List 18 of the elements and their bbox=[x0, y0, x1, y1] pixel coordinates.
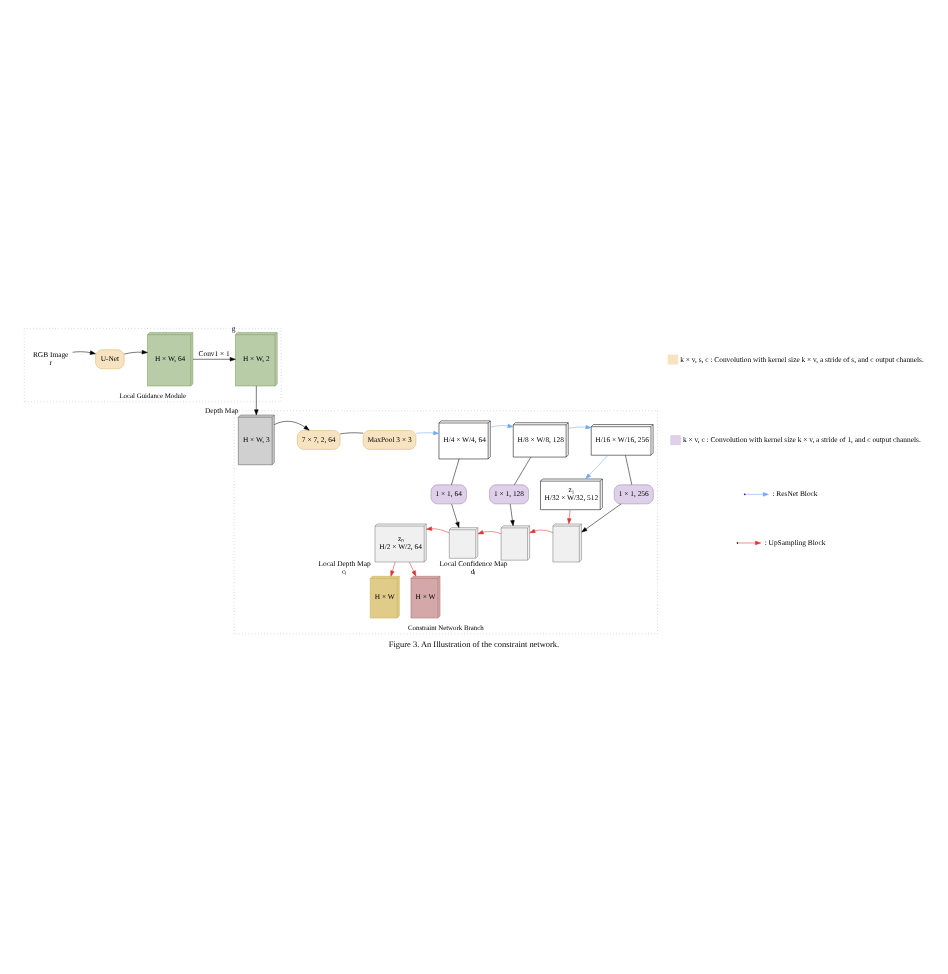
arrow bbox=[567, 508, 572, 524]
arrow bbox=[72, 349, 96, 354]
arrow bbox=[529, 527, 554, 532]
arrow bbox=[477, 529, 502, 534]
arrow bbox=[390, 560, 396, 576]
arrow bbox=[192, 356, 236, 361]
arrow bbox=[426, 525, 450, 533]
arrow bbox=[415, 429, 440, 435]
arrow bbox=[568, 424, 592, 429]
arrow bbox=[254, 384, 259, 415]
arrow bbox=[274, 420, 310, 430]
arrow bbox=[510, 502, 515, 526]
arrow bbox=[490, 422, 514, 427]
arrow bbox=[585, 454, 609, 479]
arrow bbox=[581, 502, 622, 532]
arrow bbox=[409, 560, 417, 576]
arrow bbox=[451, 502, 460, 527]
arrow bbox=[123, 349, 148, 354]
